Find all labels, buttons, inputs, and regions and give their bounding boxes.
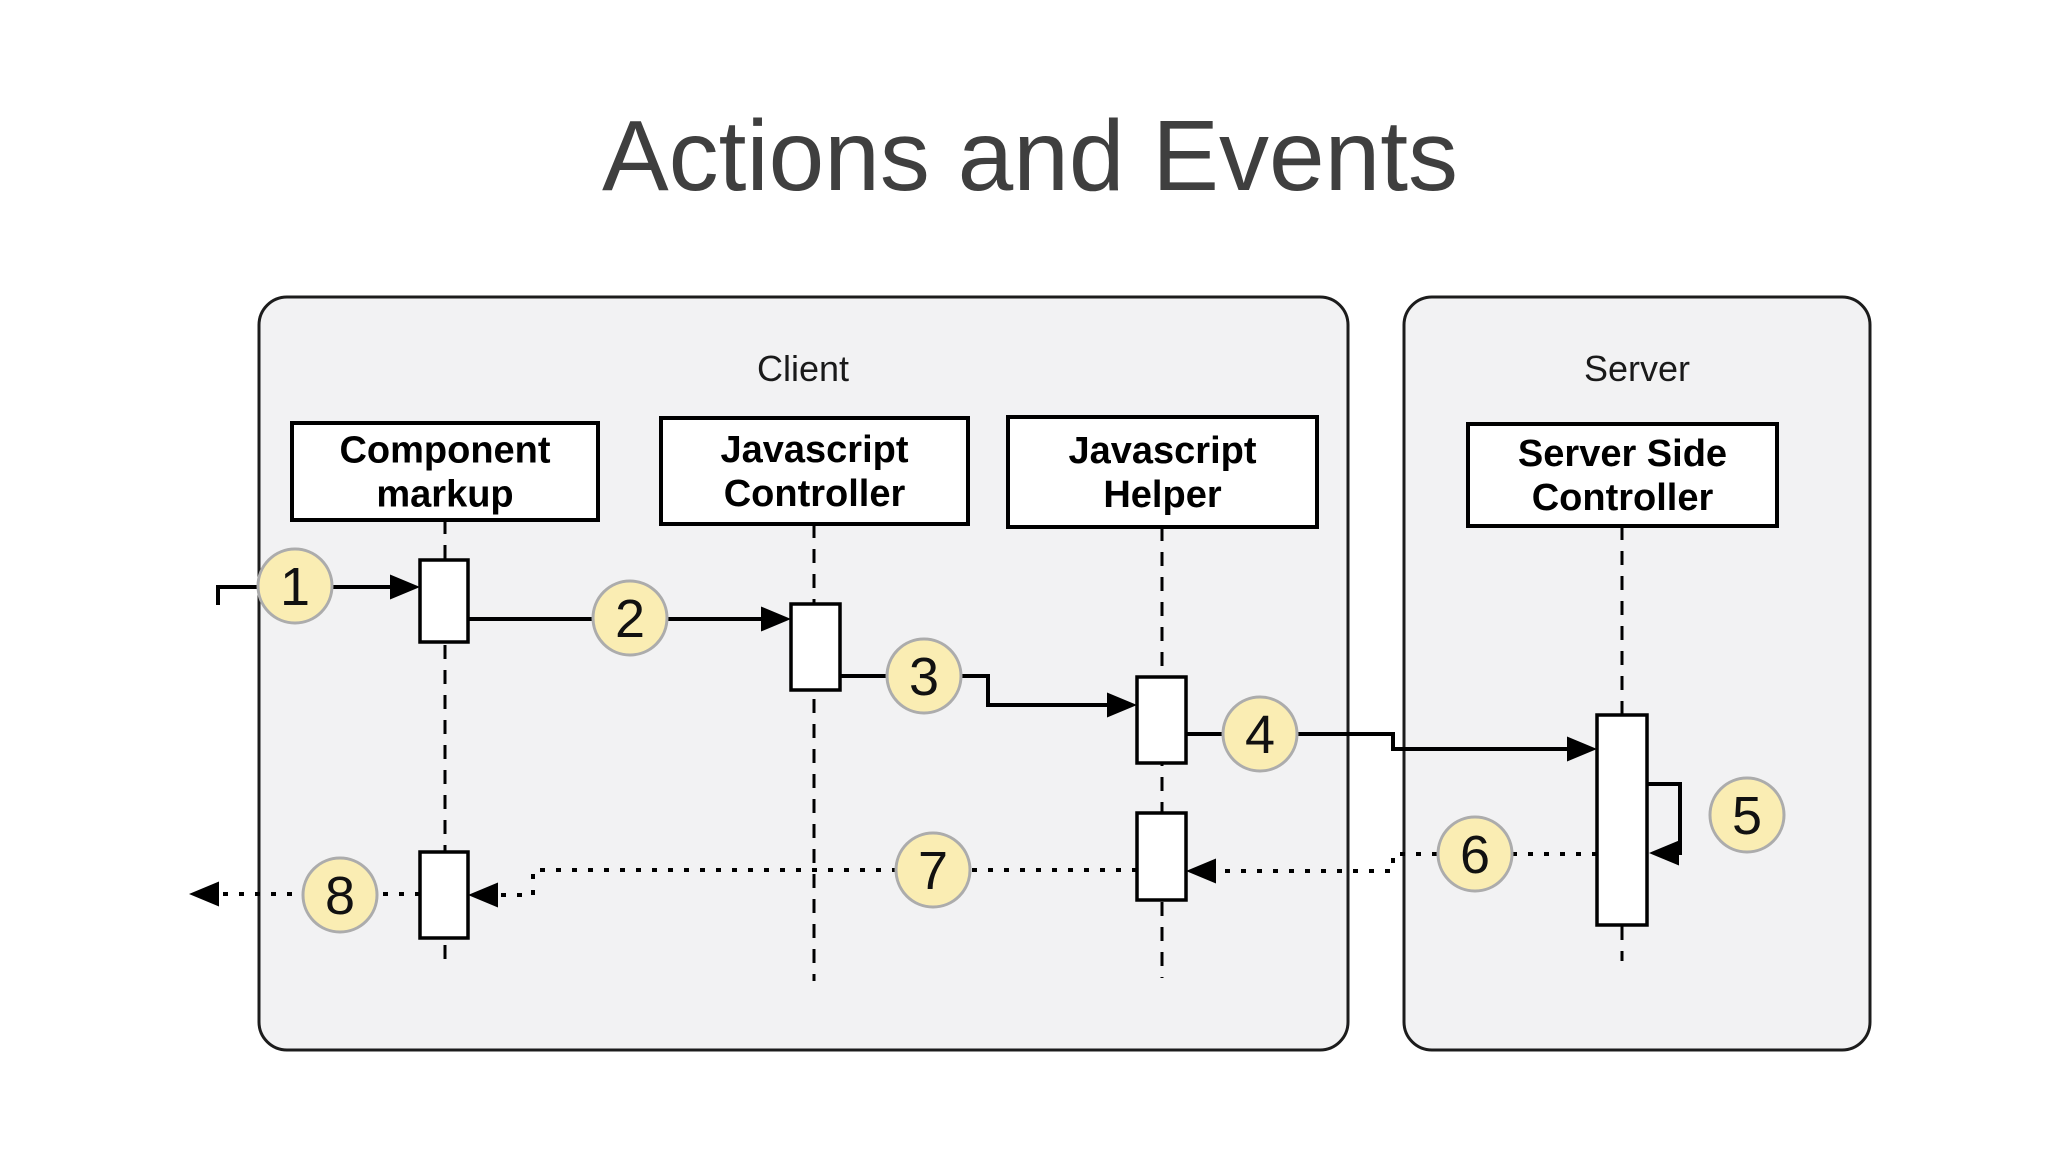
step-badge-5 [1708, 776, 1786, 854]
step-badge-label-5: 5 [1732, 786, 1762, 846]
container-label-server: Server [1584, 348, 1690, 389]
step-badge-6 [1436, 815, 1514, 893]
javascript-helper-activation-2 [1135, 811, 1188, 902]
javascript-helper-activation-1 [1135, 675, 1188, 765]
step-badge-label-2: 2 [615, 589, 645, 649]
participant-label-line: Controller [724, 473, 906, 515]
component-markup-activation-1 [418, 558, 470, 644]
participant-box-2 [1006, 415, 1319, 529]
participant-label-line: Helper [1103, 474, 1221, 516]
arrow-1-external-to-component-markup-head [390, 574, 420, 600]
activations-layer [418, 558, 1649, 940]
participant-label-line: Controller [1532, 477, 1714, 519]
participant-box-1 [659, 416, 970, 526]
step-badge-3 [885, 637, 963, 715]
arrow-3-js-controller-to-js-helper-head [1107, 692, 1137, 718]
participant-label-line: Component [339, 430, 550, 472]
step-badge-1 [256, 547, 334, 625]
arrow-7-js-helper-return-to-component-head [468, 882, 498, 908]
arrow-5-server-controller-self-call-head [1649, 840, 1679, 866]
arrow-6-server-return-to-js-helper-head [1186, 858, 1216, 884]
participant-label-line: Javascript [720, 429, 908, 471]
page-title: Actions and Events [602, 100, 1458, 212]
step-badge-7 [894, 831, 972, 909]
containers-layer: Client Server [257, 295, 1872, 1052]
javascript-controller-activation [789, 602, 842, 692]
participant-label-line: markup [376, 474, 513, 516]
arrow-4-js-helper-to-server-controller-head [1567, 736, 1597, 762]
arrow-2-component-to-js-controller-head [761, 606, 791, 632]
arrow-8-component-return-to-external-head [189, 881, 219, 907]
arrow-6-server-return-to-js-helper [1212, 852, 1597, 873]
step-badge-4 [1221, 695, 1299, 773]
badges-layer: 1 2 3 4 5 6 7 8 [256, 547, 1786, 934]
step-badge-label-3: 3 [909, 647, 939, 707]
component-markup-activation-2 [418, 850, 470, 940]
step-badge-label-7: 7 [918, 841, 948, 901]
participant-label-line: Javascript [1068, 430, 1256, 472]
step-badge-8 [301, 856, 379, 934]
participant-box-3 [1466, 422, 1779, 528]
step-badge-label-6: 6 [1460, 825, 1490, 885]
container-server [1402, 295, 1872, 1052]
server-side-controller-activation [1595, 713, 1649, 927]
step-badge-label-4: 4 [1245, 705, 1275, 765]
participant-label-line: Server Side [1518, 433, 1727, 475]
step-badge-label-1: 1 [280, 557, 310, 617]
participant-box-0 [290, 421, 600, 522]
arrow-1-external-to-component-markup [216, 585, 394, 605]
container-label-client: Client [757, 348, 849, 389]
step-badge-label-8: 8 [325, 866, 355, 926]
step-badge-2 [591, 579, 669, 657]
